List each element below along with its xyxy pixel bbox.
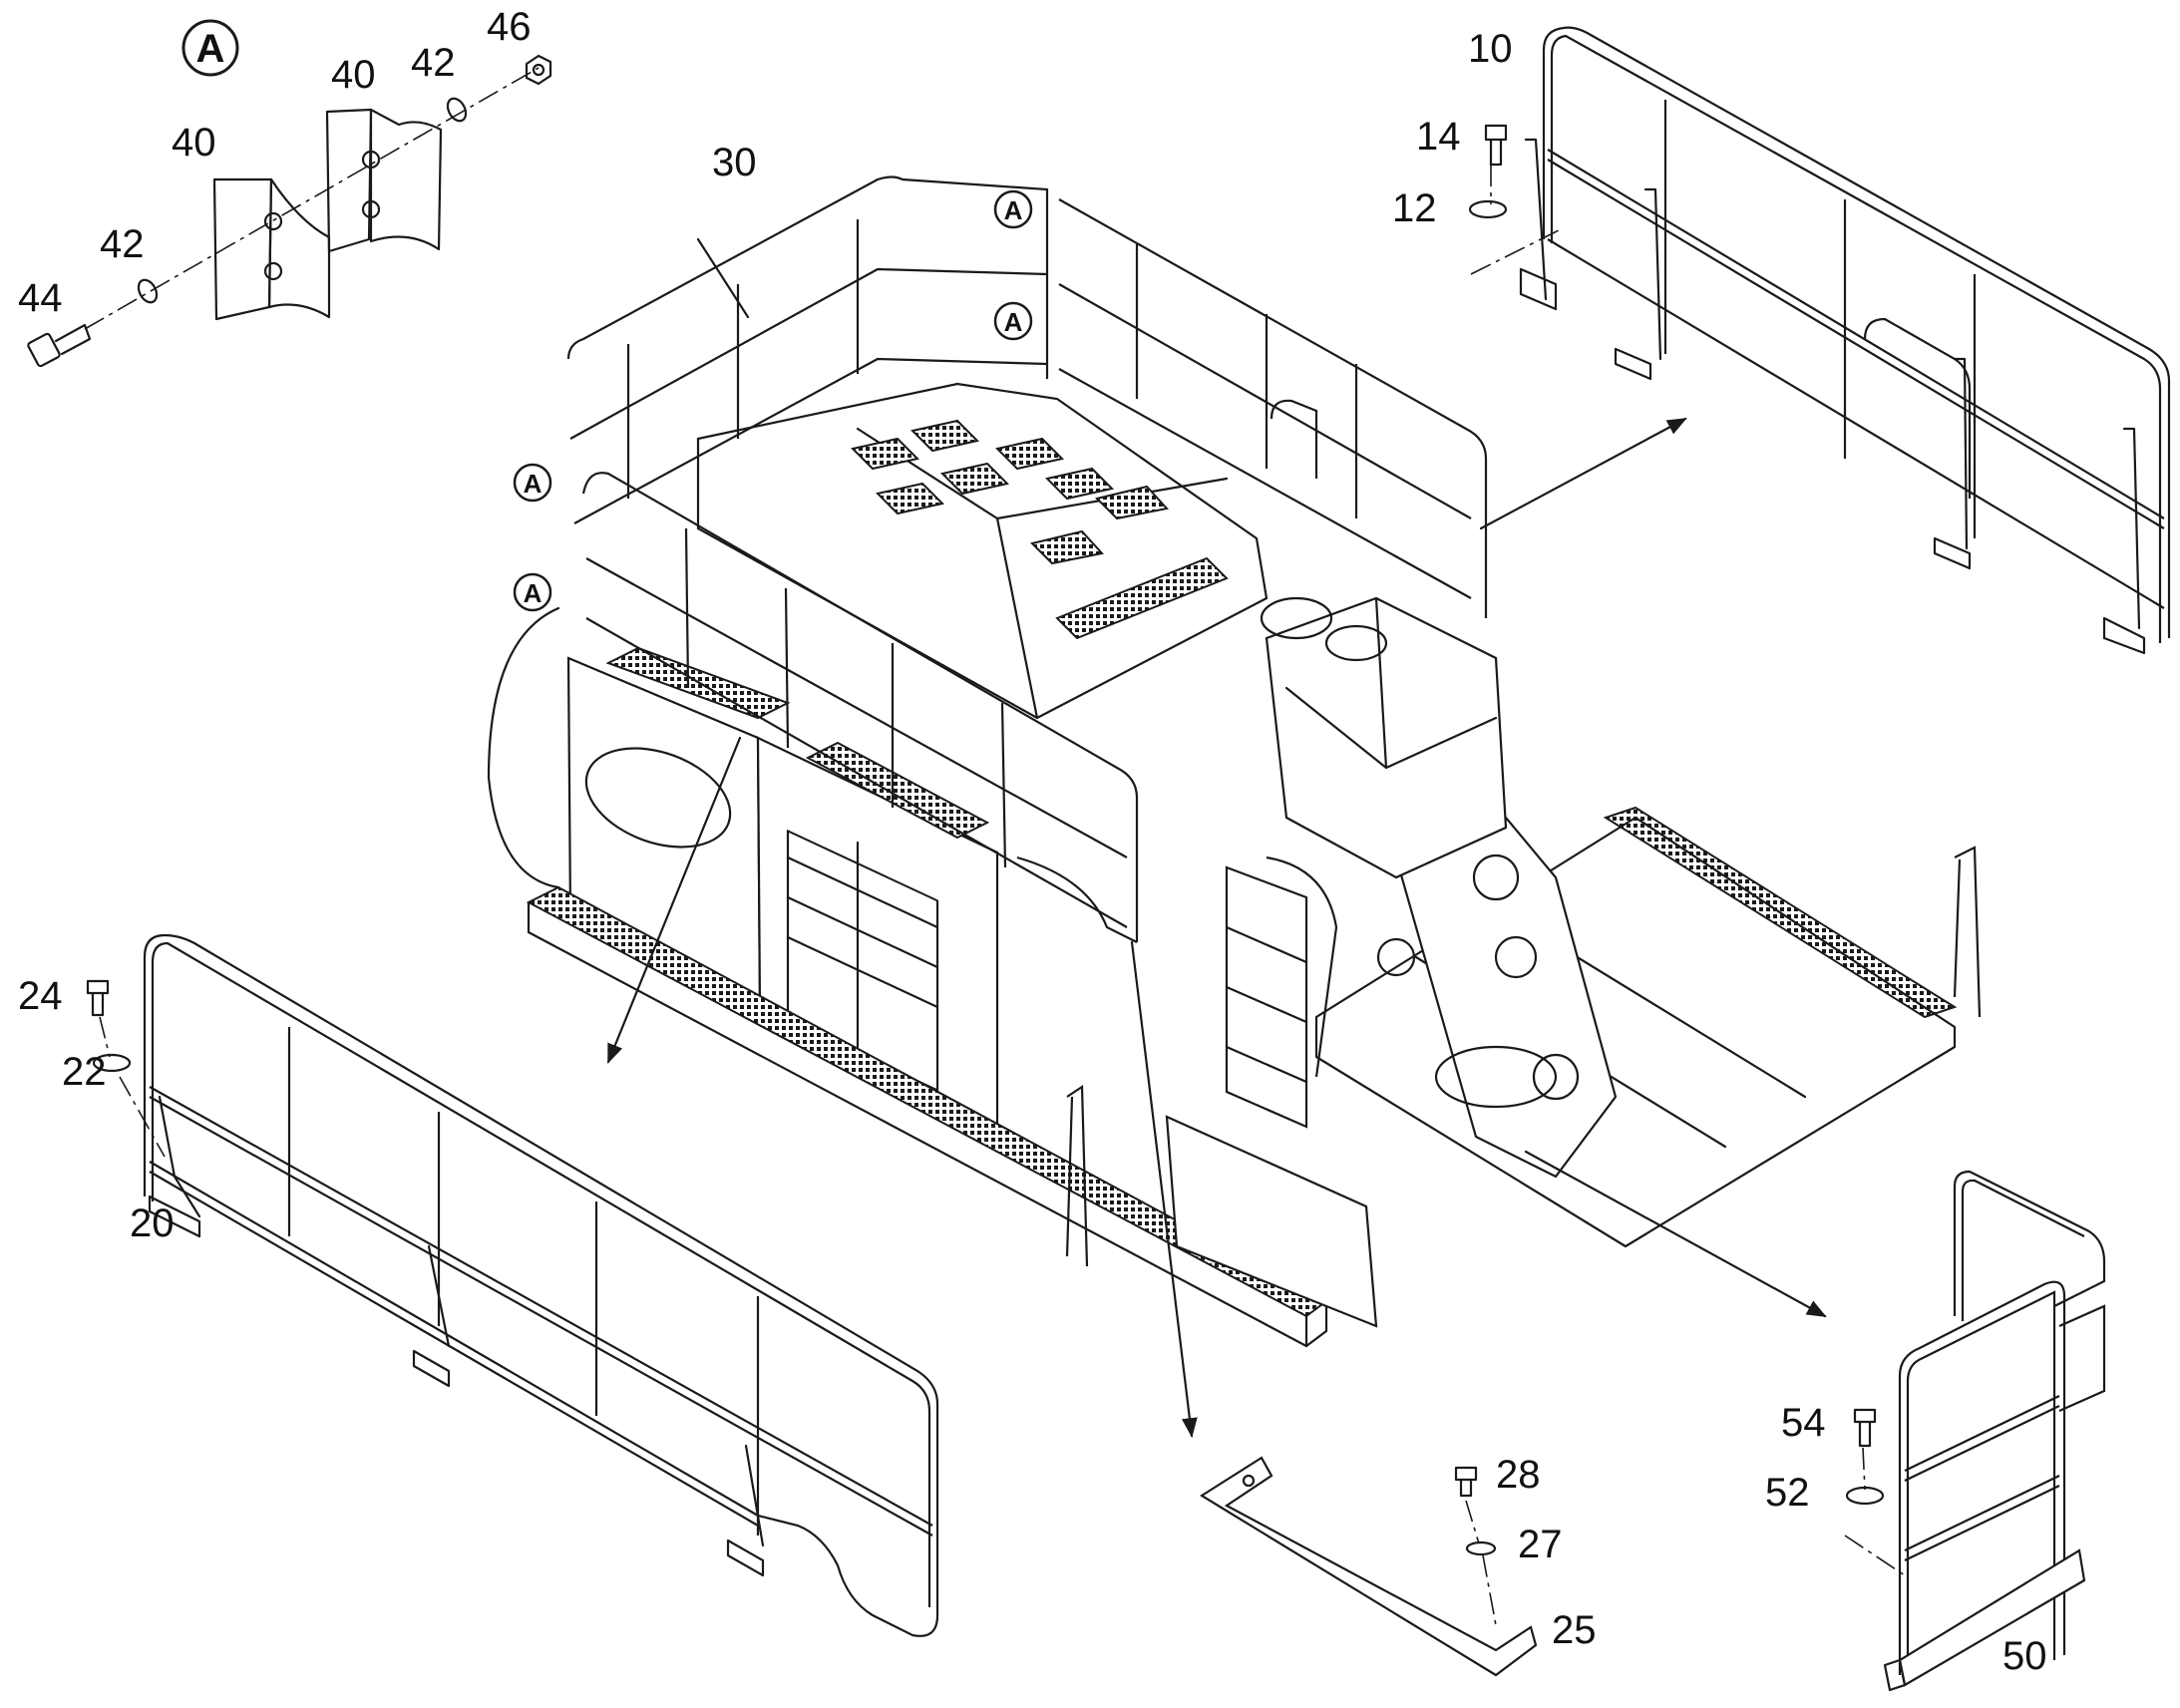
callout-54: 54: [1781, 1401, 1826, 1445]
svg-text:A: A: [1004, 307, 1023, 337]
callout-46: 46: [487, 5, 532, 49]
explosion-arrows: [606, 237, 1827, 1438]
leader-30: [696, 237, 750, 319]
clamp-plate-rear: [325, 108, 373, 253]
detail-marker: A: [513, 463, 552, 503]
callout-24: 24: [18, 974, 63, 1018]
guardrail-30-back: [566, 175, 1049, 379]
callout-28: 28: [1496, 1453, 1541, 1497]
callout-40: 40: [172, 121, 216, 165]
guardrail-30-front: [581, 472, 1139, 942]
washer-27: [1465, 1540, 1497, 1556]
top-walkway-front: [805, 741, 990, 840]
rear-handrail: [1953, 846, 1982, 1018]
washer-52: [1845, 1486, 1885, 1506]
callout-20: 20: [130, 1201, 175, 1245]
detail-a-circle: [182, 19, 239, 77]
engine-hood: [696, 382, 1269, 720]
detail-marker: A: [993, 189, 1033, 229]
detail-marker: A: [993, 301, 1033, 341]
detail-a-clamp: A: [27, 19, 552, 368]
callout-12: 12: [1392, 186, 1437, 230]
washer-12: [1468, 199, 1508, 219]
callout-42: 42: [100, 222, 145, 266]
detail-markers: A A A A: [513, 189, 1033, 612]
boom-pivot: [1376, 816, 1618, 1179]
handrail-50: [1883, 1170, 2106, 1692]
bracket-25: [1199, 1456, 1538, 1677]
washer-22: [92, 1053, 132, 1073]
machine-upper-structure: [487, 175, 1982, 1348]
guardrail-10: [1519, 26, 2171, 655]
bolt-54: [1853, 1408, 1877, 1448]
front-handrail: [1065, 1084, 1089, 1267]
svg-text:A: A: [524, 578, 543, 608]
washer-42-rear: [446, 97, 468, 123]
bolt-28: [1454, 1466, 1478, 1498]
arrow-to-guardrail-20: [606, 736, 742, 1064]
detail-a-letter: A: [196, 27, 225, 71]
callout-42: 42: [411, 41, 456, 85]
callout-22: 22: [62, 1050, 107, 1094]
callout-30: 30: [712, 141, 757, 184]
arrow-to-bracket-25: [1130, 940, 1198, 1438]
callout-27: 27: [1518, 1523, 1563, 1566]
bolt-24: [86, 979, 110, 1017]
bolt-44: [27, 323, 92, 368]
bolt-14: [1484, 124, 1508, 167]
step-box: [1165, 1115, 1378, 1328]
svg-text:A: A: [524, 469, 543, 499]
callout-40: 40: [331, 53, 376, 97]
callout-52: 52: [1765, 1471, 1810, 1515]
callout-50: 50: [2002, 1634, 2047, 1678]
svg-text:A: A: [1004, 195, 1023, 225]
nut-46: [525, 54, 552, 86]
front-ladder: [1225, 855, 1338, 1129]
detail-marker: A: [513, 572, 552, 612]
guardrail-30-right: [1058, 198, 1488, 618]
arrow-to-guardrail-10: [1479, 417, 1687, 530]
guardrail-30-assembly: [566, 175, 1488, 943]
cab-pedestal: [1260, 596, 1508, 879]
callout-44: 44: [18, 276, 63, 320]
hood-vents: [851, 419, 1229, 640]
callout-25: 25: [1552, 1608, 1597, 1652]
callout-14: 14: [1416, 115, 1461, 159]
washer-42-front: [137, 278, 159, 304]
callout-10: 10: [1468, 27, 1513, 71]
arrow-to-handrail-50: [1524, 1150, 1827, 1318]
guardrail-20: [143, 933, 939, 1637]
callouts: 40 40 42 42 44 46 30 10 14 12 24 22 20 2…: [18, 5, 2047, 1678]
